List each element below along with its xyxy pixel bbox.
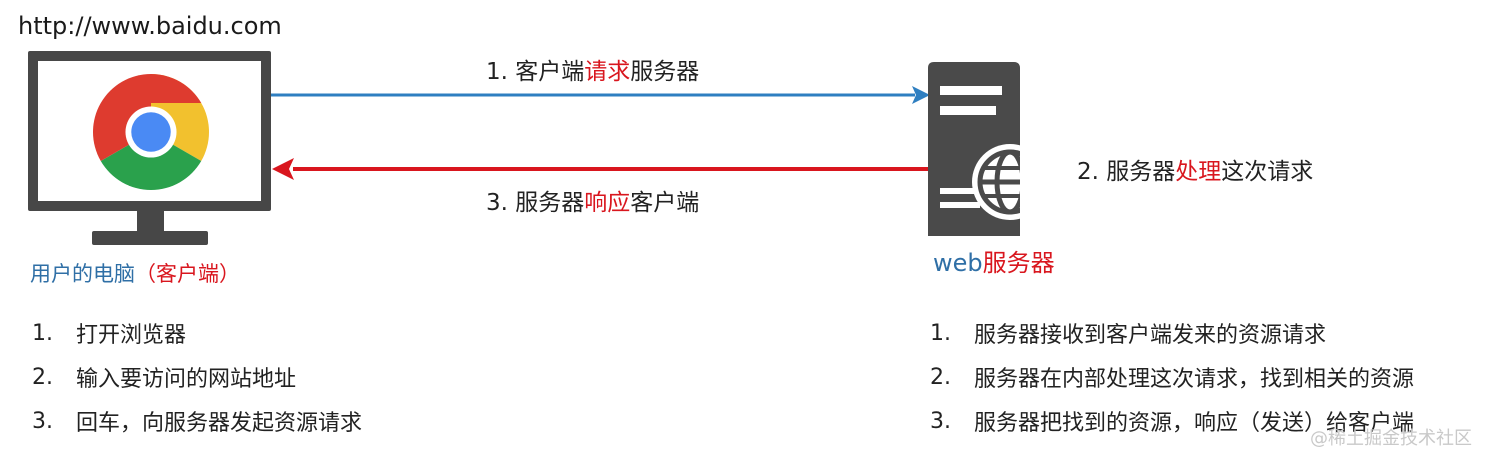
response-label: 3. 服务器响应客户端: [486, 183, 699, 217]
list-item: 1. 服务器接收到客户端发来的资源请求: [930, 311, 1414, 355]
server-steps-list: 1. 服务器接收到客户端发来的资源请求 2. 服务器在内部处理这次请求，找到相关的资…: [930, 311, 1414, 443]
monitor-stand-base: [92, 231, 208, 245]
client-caption-paren-open: （: [135, 262, 156, 286]
list-item: 3. 回车，向服务器发起资源请求: [32, 399, 362, 443]
request-label: 1. 客户端请求服务器: [486, 52, 699, 86]
step-text: 输入要访问的网站地址: [76, 367, 297, 392]
chrome-icon: [93, 74, 209, 190]
step-text: 服务器把找到的资源，响应（发送）给客户端: [974, 411, 1415, 436]
response-label-highlight: 响应: [584, 190, 631, 216]
list-item: 3. 服务器把找到的资源，响应（发送）给客户端: [930, 399, 1414, 443]
monitor-stand-neck: [137, 211, 164, 233]
client-caption-paren-close: ）: [219, 262, 240, 286]
server-caption-rest: 服务器: [982, 249, 1055, 277]
process-label-highlight: 处理: [1175, 159, 1222, 185]
response-label-suffix: 客户端: [630, 190, 700, 216]
response-label-prefix: 3. 服务器: [486, 190, 585, 216]
server-icon: [928, 62, 1020, 236]
step-text: 服务器接收到客户端发来的资源请求: [974, 323, 1327, 348]
request-label-prefix: 1. 客户端: [486, 59, 585, 85]
response-arrow: [272, 158, 928, 180]
step-number: 1.: [930, 320, 951, 346]
client-caption-highlight: 客户端: [156, 262, 219, 286]
client-caption: 用户的电脑（客户端）: [30, 258, 240, 288]
server-caption: web服务器: [933, 243, 1055, 278]
step-number: 2.: [930, 364, 951, 390]
url-text: http://www.baidu.com: [18, 12, 282, 40]
step-number: 1.: [32, 320, 53, 346]
step-text: 回车，向服务器发起资源请求: [76, 411, 363, 436]
step-number: 3.: [930, 408, 951, 434]
client-caption-main: 用户的电脑: [30, 262, 135, 286]
request-arrow: [271, 86, 930, 104]
list-item: 2. 输入要访问的网站地址: [32, 355, 362, 399]
list-item: 2. 服务器在内部处理这次请求，找到相关的资源: [930, 355, 1414, 399]
step-text: 服务器在内部处理这次请求，找到相关的资源: [974, 367, 1415, 392]
step-number: 2.: [32, 364, 53, 390]
request-label-suffix: 服务器: [630, 59, 700, 85]
request-label-highlight: 请求: [584, 59, 631, 85]
step-number: 3.: [32, 408, 53, 434]
client-steps-list: 1. 打开浏览器 2. 输入要访问的网站地址 3. 回车，向服务器发起资源请求: [32, 311, 362, 443]
step-text: 打开浏览器: [76, 323, 187, 348]
watermark: @稀土掘金技术社区: [1310, 428, 1472, 449]
process-label-prefix: 2. 服务器: [1077, 159, 1176, 185]
list-item: 1. 打开浏览器: [32, 311, 362, 355]
globe-icon: [972, 144, 1020, 220]
server-caption-web: web: [933, 249, 983, 277]
process-label: 2. 服务器处理这次请求: [1077, 152, 1313, 186]
process-label-suffix: 这次请求: [1221, 159, 1314, 185]
